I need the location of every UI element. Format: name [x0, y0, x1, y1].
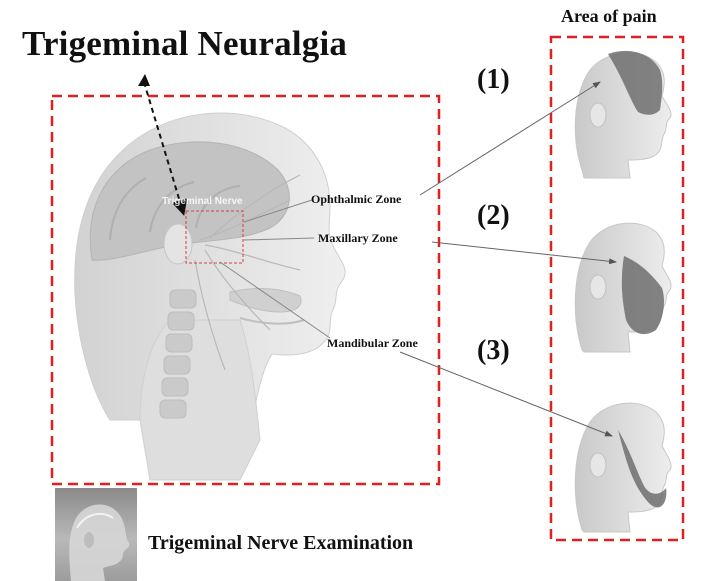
examination-label: Trigeminal Nerve Examination — [148, 532, 414, 554]
mandibular-connector — [399, 351, 613, 437]
marker-2: (2) — [477, 200, 510, 231]
ophthalmic-zone-label: Ophthalmic Zone — [311, 192, 402, 206]
title-pointer-arrowhead — [138, 74, 150, 86]
examination-thumbnail — [55, 488, 137, 581]
marker-3: (3) — [477, 335, 510, 366]
pain-area-frame — [549, 35, 685, 542]
ophthalmic-leader — [243, 199, 313, 223]
ophthalmic-connector — [419, 81, 601, 196]
maxillary-connector — [431, 241, 617, 265]
head-anatomy-illustration — [74, 112, 346, 481]
trigeminal-nerve-label: Trigeminal Nerve — [162, 196, 243, 207]
pain-head-ophthalmic — [574, 50, 672, 179]
mandibular-zone-label: Mandibular Zone — [327, 336, 418, 350]
title-pointer-arrow — [143, 81, 188, 216]
pain-head-maxillary — [574, 222, 672, 353]
maxillary-leader — [243, 237, 315, 241]
nerve-focus-box — [185, 210, 244, 264]
mandibular-leader — [219, 261, 331, 339]
page-title: Trigeminal Neuralgia — [22, 24, 348, 63]
main-figure-frame — [50, 94, 441, 486]
marker-1: (1) — [477, 64, 510, 95]
pain-head-mandibular — [574, 402, 672, 533]
maxillary-zone-label: Maxillary Zone — [318, 231, 398, 245]
pain-area-title: Area of pain — [561, 6, 657, 26]
